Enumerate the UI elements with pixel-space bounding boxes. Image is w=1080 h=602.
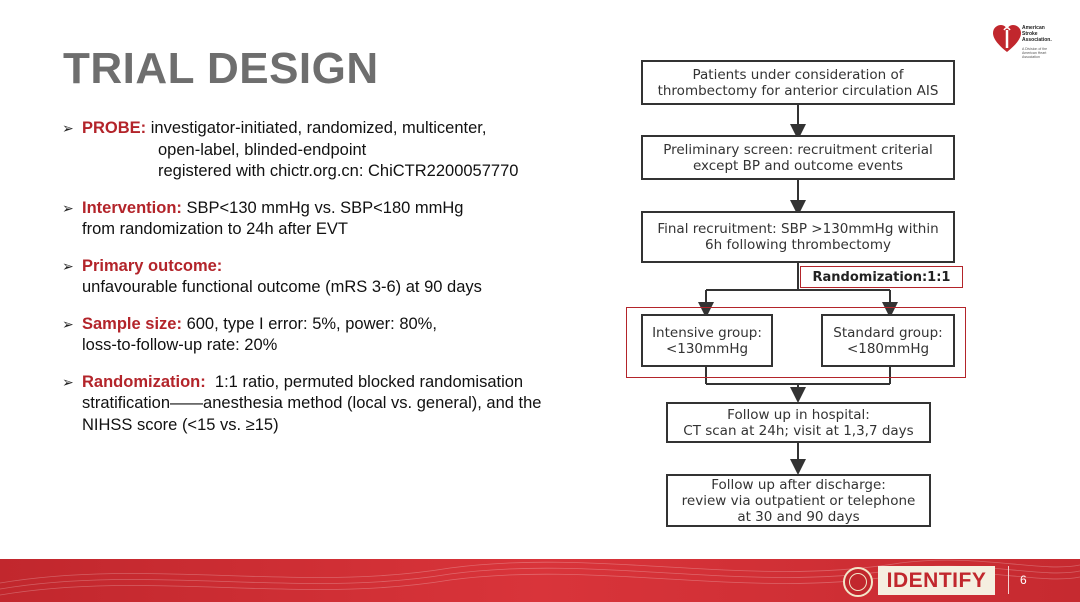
bullet-text: SBP<130 mmHg vs. SBP<180 mmHg [186,198,464,217]
logo-line-2: Stroke [1022,31,1038,37]
brand-text: IDENTIFY [886,568,987,592]
slide-title: TRIAL DESIGN [63,44,379,93]
arrow-bullet-icon: ➢ [62,373,74,390]
flow-text: Preliminary screen: recruitment criteria… [663,141,933,158]
flow-text: at 30 and 90 days [737,508,860,525]
footer-divider [1008,566,1009,594]
arrow-bullet-icon: ➢ [62,199,74,216]
logo-line-1: American [1022,25,1045,31]
flow-box-final-recruitment: Final recruitment: SBP >130mmHg within 6… [641,211,955,263]
flow-text: <180mmHg [846,340,930,357]
flow-box-standard-group: Standard group: <180mmHg [821,314,955,367]
arrow-bullet-icon: ➢ [62,315,74,332]
bullet-text: 600, type I error: 5%, power: 80%, [186,314,437,333]
randomized-groups-frame [626,307,966,378]
flow-text: except BP and outcome events [692,157,904,174]
bullet-list: ➢ PROBE: investigator-initiated, randomi… [62,118,602,451]
page-number: 6 [1020,573,1027,587]
bullet-text: registered with chictr.org.cn: ChiCTR220… [158,162,519,180]
flow-text: Final recruitment: SBP >130mmHg within [657,221,939,237]
flow-text: Standard group: [833,324,943,341]
identify-brand: IDENTIFY [878,566,995,595]
bullet-text: unfavourable functional outcome (mRS 3-6… [82,278,482,296]
bullet-key: Sample size: [82,314,182,333]
bullet-key: PROBE: [82,119,147,137]
flowchart-connectors [698,105,898,475]
logo-subtext: A Division of the American Heart Associa… [1022,47,1048,59]
flow-text: Patients under consideration of [692,66,904,83]
bullet-key: Primary outcome: [82,256,223,275]
randomization-label: Randomization:1:1 [800,266,963,288]
flow-box-consideration: Patients under consideration of thrombec… [641,60,955,105]
flow-text: 6h following thrombectomy [705,237,891,253]
flow-box-intensive-group: Intensive group: <130mmHg [641,314,773,367]
bullet-text: open-label, blinded-endpoint [158,140,367,159]
heart-torch-logo-icon [993,25,1021,52]
logo-line-3: Association. [1022,37,1052,43]
arrow-bullet-icon: ➢ [62,257,74,274]
bullet-randomization: ➢ Randomization: 1:1 ratio, permuted blo… [62,372,602,437]
flow-text: Follow up in hospital: [727,406,870,423]
university-seal-icon [843,567,873,597]
bullet-primary-outcome: ➢ Primary outcome: unfavourable function… [62,256,602,299]
bullet-text: investigator-initiated, randomized, mult… [150,119,487,137]
bullet-sample-size: ➢ Sample size: 600, type I error: 5%, po… [62,314,602,357]
bullet-text: stratification——anesthesia method (local… [82,394,542,412]
flow-text: review via outpatient or telephone [681,492,916,509]
bullet-text: NIHSS score (<15 vs. ≥15) [82,415,279,434]
bullet-text: 1:1 ratio, permuted blocked randomisatio… [214,372,524,391]
flow-box-preliminary-screen: Preliminary screen: recruitment criteria… [641,135,955,180]
bullet-key: Randomization: [82,372,206,391]
flow-text: thrombectomy for anterior circulation AI… [657,82,939,99]
arrow-bullet-icon: ➢ [62,120,74,136]
logo-text: American Stroke Association. [1022,25,1052,43]
bullet-text: from randomization to 24h after EVT [82,220,348,238]
flow-text: <130mmHg [665,340,749,357]
flow-text: CT scan at 24h; visit at 1,3,7 days [683,422,914,439]
bullet-probe: ➢ PROBE: investigator-initiated, randomi… [62,118,602,183]
bullet-key: Intervention: [82,198,182,217]
bullet-text: loss-to-follow-up rate: 20% [82,336,278,354]
flow-text: Follow up after discharge: [711,476,886,493]
flow-box-follow-up-discharge: Follow up after discharge: review via ou… [666,474,931,527]
trial-flowchart: Patients under consideration of thrombec… [600,50,980,540]
bullet-intervention: ➢ Intervention: SBP<130 mmHg vs. SBP<180… [62,198,602,241]
flow-box-follow-up-hospital: Follow up in hospital: CT scan at 24h; v… [666,402,931,443]
flow-text: Intensive group: [652,324,762,341]
